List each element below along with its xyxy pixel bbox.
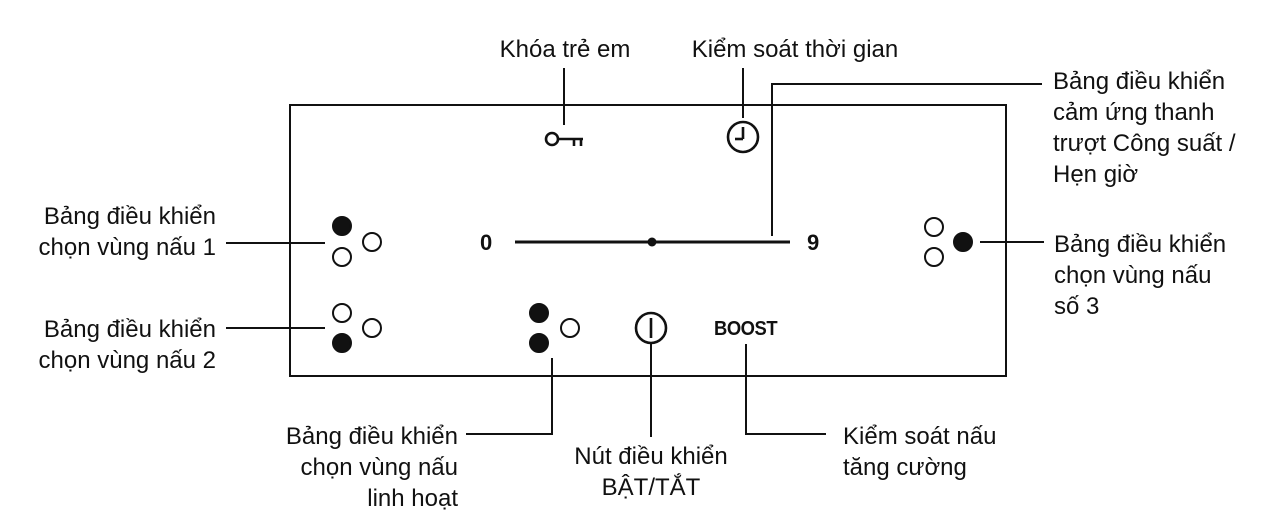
- leader-slider: [771, 83, 1042, 236]
- label-timer-control: Kiểm soát thời gian: [691, 36, 899, 63]
- control-panel-outline: [289, 104, 1007, 377]
- label-zone1-panel: Bảng điều khiển chọn vùng nấu 1: [38, 203, 216, 261]
- label-zone2-panel: Bảng điều khiển chọn vùng nấu 2: [38, 316, 216, 374]
- boost-label: BOOST: [714, 318, 778, 340]
- key-icon: [544, 131, 583, 147]
- flex-zone-selector-icon: [529, 303, 580, 353]
- slider-center-dot: [647, 237, 657, 247]
- zone1-selector-icon: [332, 216, 382, 267]
- label-child-lock: Khóa trẻ em: [499, 36, 631, 63]
- slider-min-label: 0: [480, 230, 493, 255]
- label-power-button: Nút điều khiển BẬT/TẮT: [574, 443, 728, 501]
- zone3-selector-icon: [924, 217, 973, 267]
- leader-boost: [745, 344, 826, 435]
- leader-flex-zone: [466, 358, 553, 435]
- label-flex-zone-panel: Bảng điều khiển chọn vùng nấu linh hoạt: [285, 423, 458, 512]
- power-icon: [634, 311, 668, 345]
- clock-icon: [726, 120, 760, 154]
- label-zone3-panel: Bảng điều khiển chọn vùng nấu số 3: [1054, 231, 1227, 320]
- label-boost-control: Kiểm soát nấu tăng cường: [843, 423, 997, 481]
- label-slider-panel: Bảng điều khiển cảm ứng thanh trượt Công…: [1053, 68, 1236, 188]
- zone2-selector-icon: [332, 303, 382, 353]
- slider-max-label: 9: [807, 230, 820, 255]
